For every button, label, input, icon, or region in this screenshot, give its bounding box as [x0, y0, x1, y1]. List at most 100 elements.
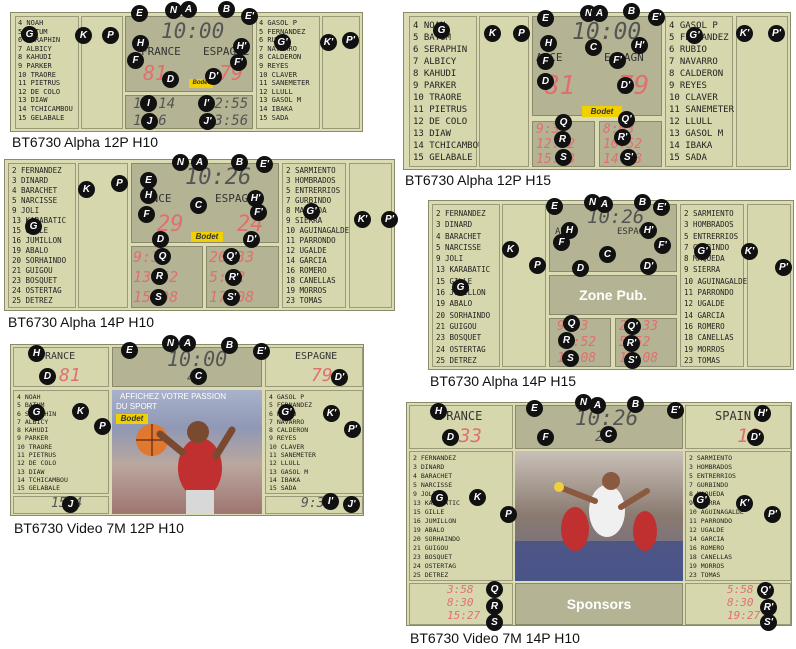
roster-player: 24 OSTERTAG — [436, 344, 486, 354]
roster-player: 11 PARRONDO — [684, 288, 734, 298]
callout-marker: Q — [555, 114, 572, 131]
callout-marker: A — [191, 154, 208, 171]
roster-player: 2 FERNANDEZ — [12, 166, 62, 175]
callout-marker: Q — [563, 315, 580, 332]
video-ad-photo: AFFICHEZ VOTRE PASSION DU SPORT Bodet — [112, 390, 262, 514]
sponsors-panel — [515, 583, 683, 625]
roster-player: 5 NARCISSE — [12, 196, 58, 205]
callout-marker: P' — [381, 211, 398, 228]
callout-marker: P — [102, 27, 119, 44]
roster-player: 14 GARCIA — [286, 256, 327, 265]
callout-marker: F — [127, 52, 144, 69]
caption-b6: BT6730 Video 7M 14P H10 — [410, 630, 580, 646]
roster-player: 12 DE COLO — [18, 87, 61, 96]
callout-marker: E' — [253, 343, 270, 360]
roster-player: 21 GUIGOU — [12, 266, 53, 275]
callout-marker: F — [138, 206, 155, 223]
roster-player: 19 MORROS — [286, 286, 327, 295]
away-score: 79 — [311, 365, 333, 386]
callout-marker: D' — [640, 258, 657, 275]
callout-marker: N — [165, 2, 182, 19]
callout-marker: S — [562, 350, 579, 367]
callout-marker: P' — [768, 25, 785, 42]
callout-marker: D — [152, 231, 169, 248]
callout-marker: H' — [233, 38, 250, 55]
roster-player: 12 LLULL — [669, 117, 713, 127]
away-team-name: ESPAGNE — [295, 351, 338, 362]
callout-marker: S — [486, 614, 503, 631]
callout-marker: J — [141, 113, 158, 130]
callout-marker: D — [39, 368, 56, 385]
home-fouls-panel — [502, 204, 546, 367]
callout-marker: P — [94, 418, 111, 435]
callout-marker: D' — [205, 68, 222, 85]
penalty-away: 9:3 — [301, 496, 325, 511]
roster-player: 10 TRAORE — [17, 442, 53, 451]
roster-player: 15 SADA — [669, 153, 707, 163]
roster-player: 20 SORHAINDO — [12, 256, 67, 265]
roster-player: 8 KAHUDI — [413, 69, 457, 79]
callout-marker: E — [537, 10, 554, 27]
roster-player: 25 DETREZ — [413, 571, 449, 579]
roster-player: 14 GARCIA — [684, 310, 725, 320]
callout-marker: B — [221, 337, 238, 354]
roster-player: 25 DETREZ — [12, 296, 53, 305]
game-clock: 10:00 — [572, 19, 642, 45]
scoreboard-video-14p-h10: FRANCE 33 10:26 2 SPAIN 10 2 FERNANDEZ3 … — [406, 402, 792, 626]
roster-player: 9 JOLI — [12, 206, 40, 215]
callout-marker: R' — [614, 129, 631, 146]
roster-player: 5 ENTRERRIOS — [689, 472, 736, 480]
roster-player: 5 NARCISSE — [436, 242, 482, 252]
callout-marker: P — [513, 25, 530, 42]
callout-marker: K' — [320, 34, 337, 51]
callout-marker: D' — [617, 77, 634, 94]
callout-marker: S — [555, 149, 572, 166]
roster-player: 19 MORROS — [684, 344, 725, 354]
penalty-home-1: 3:58 — [447, 583, 474, 596]
caption-b1: BT6730 Alpha 12P H10 — [12, 134, 159, 150]
roster-player: 5 ENTRERRIOS — [684, 231, 739, 241]
callout-marker: G' — [278, 404, 295, 421]
roster-player: 4 NOAH — [18, 19, 44, 27]
roster-player: 16 ROMERO — [689, 544, 725, 552]
penalty-away-2: 8:30 — [727, 596, 754, 609]
caption-b4: BT6730 Alpha 14P H15 — [430, 373, 577, 389]
callout-marker: R' — [760, 599, 777, 616]
roster-player: 7 NAVARRO — [269, 417, 305, 426]
roster-player: 23 TOMAS — [684, 355, 721, 365]
roster-player: 15 GILLE — [413, 508, 445, 516]
roster-player: 14 TCHICAMBOU — [17, 475, 68, 484]
roster-player: 11 SANEMETER — [669, 105, 735, 115]
callout-marker: E' — [648, 9, 665, 26]
roster-player: 12 UGALDE — [689, 526, 725, 534]
roster-player: 23 BOSQUET — [413, 553, 453, 561]
roster-player: 4 BARACHET — [413, 472, 453, 480]
roster-player: 4 GASOL P — [269, 393, 305, 401]
bodet-logo: Bodet — [189, 79, 213, 88]
roster-player: 9 PARKER — [413, 81, 457, 91]
roster-player: 5 ENTRERRIOS — [286, 186, 341, 195]
roster-player: 16 JUMILLON — [12, 236, 62, 245]
callout-marker: A — [591, 5, 608, 22]
roster-player: 8 MAQUEDA — [684, 254, 725, 264]
callout-marker: Q — [154, 248, 171, 265]
callout-marker: I — [140, 95, 157, 112]
callout-marker: R — [486, 598, 503, 615]
home-penalty-panel — [13, 496, 109, 514]
roster-player: 14 IBAKA — [259, 104, 293, 113]
roster-player: 13 KARABATIC — [12, 216, 67, 225]
callout-marker: R — [558, 332, 575, 349]
game-clock: 10:00 — [167, 347, 228, 371]
callout-marker: H — [132, 35, 149, 52]
callout-marker: H' — [754, 405, 771, 422]
